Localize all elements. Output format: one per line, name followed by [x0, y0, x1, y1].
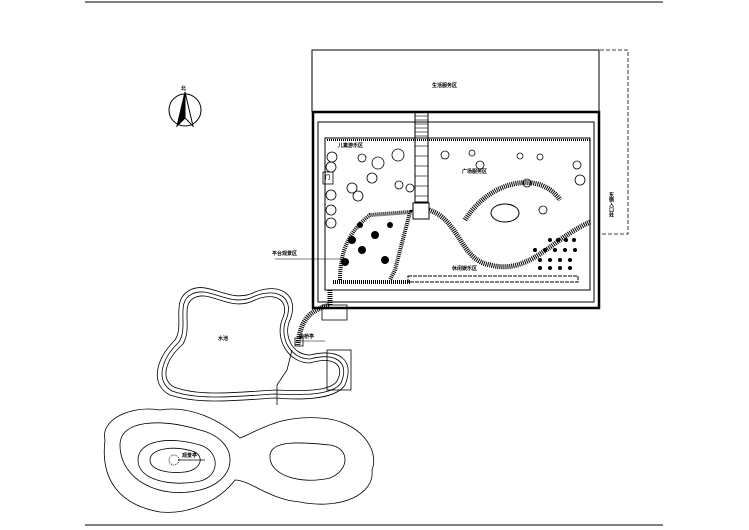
label-children-area: 儿童游乐区 [338, 143, 364, 149]
south-islands [103, 408, 374, 513]
label-pavilion: 观景亭 [182, 453, 198, 459]
label-east-entrance: 东侧入口处 [608, 192, 614, 217]
west-diagonal-path [338, 209, 413, 281]
entry-platform [321, 304, 348, 321]
pond-edge-path [276, 349, 293, 405]
label-service-area: 生活服务区 [432, 83, 458, 89]
bridge-pavilion [294, 337, 304, 347]
label-bridge: 曲桥亭 [299, 334, 315, 340]
pond [156, 287, 349, 402]
label-gate: 门 [325, 175, 331, 181]
central-planting-bed [490, 203, 520, 223]
north-arrow-icon [168, 91, 202, 128]
gate-box [322, 171, 334, 185]
label-platform-area: 平台观景区 [272, 251, 298, 257]
north-stairway [412, 111, 430, 220]
service-building [311, 49, 600, 113]
connecting-path [295, 290, 333, 346]
label-leisure-area: 休闲娱乐区 [452, 266, 478, 272]
north-label: 北 [181, 86, 187, 92]
label-plaza-area: 广场服务区 [462, 169, 488, 175]
boat-dock [326, 349, 352, 391]
east-dashed-path [598, 49, 629, 235]
shrub-grid [341, 222, 577, 270]
park-boundary [311, 110, 601, 310]
label-pond: 水池 [218, 336, 229, 342]
south-paving [407, 275, 579, 283]
arc-path [462, 180, 563, 222]
